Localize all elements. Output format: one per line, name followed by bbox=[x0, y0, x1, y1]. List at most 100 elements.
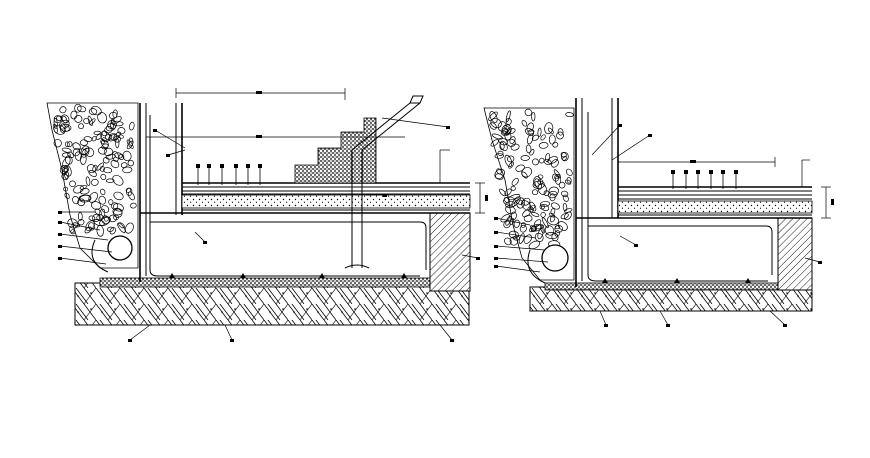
gravel-stone bbox=[565, 168, 573, 176]
gravel-stone bbox=[554, 230, 561, 237]
gravel-stone bbox=[98, 208, 106, 220]
gravel-stone bbox=[547, 215, 559, 226]
gravel-stone bbox=[74, 115, 83, 123]
gravel-stone bbox=[504, 131, 512, 141]
rebar-chair bbox=[240, 273, 246, 278]
base-slab bbox=[99, 277, 436, 288]
gravel-stone bbox=[532, 180, 545, 189]
gravel-stone bbox=[80, 145, 90, 158]
gravel-stone bbox=[77, 105, 87, 113]
gravel-stone bbox=[97, 146, 107, 155]
gravel-stone bbox=[549, 193, 556, 202]
rebar-chair bbox=[745, 278, 751, 283]
callout-leader bbox=[769, 310, 786, 326]
callout-tag bbox=[494, 257, 498, 260]
callout-tag bbox=[153, 129, 157, 132]
gravel-stone bbox=[529, 225, 537, 231]
gravel-stone bbox=[64, 155, 73, 165]
gravel-stone bbox=[70, 229, 76, 235]
gravel-stone bbox=[97, 112, 107, 124]
gravel-stone bbox=[59, 164, 69, 174]
rebar-chair bbox=[401, 273, 407, 278]
gravel-stone bbox=[547, 156, 558, 164]
gravel-stone bbox=[529, 201, 537, 212]
callout-leader bbox=[129, 324, 151, 341]
callout-tag bbox=[666, 324, 670, 327]
floor-finish bbox=[618, 186, 812, 200]
gravel-stone bbox=[510, 143, 520, 151]
gravel-stone bbox=[564, 208, 573, 213]
gravel-stone bbox=[101, 130, 108, 137]
gravel-stone bbox=[515, 199, 524, 205]
tag-marker bbox=[721, 170, 725, 174]
gravel-stone bbox=[86, 164, 96, 174]
gravel-stone bbox=[540, 134, 546, 141]
drain-wrap bbox=[91, 239, 109, 273]
gravel-stone bbox=[112, 207, 123, 216]
tag-marker bbox=[696, 170, 700, 174]
detail-right bbox=[483, 98, 834, 327]
callout-leader bbox=[495, 245, 546, 251]
gravel-stone bbox=[70, 110, 78, 120]
gravel-stone bbox=[77, 212, 83, 221]
callout-tag bbox=[450, 339, 454, 342]
gravel-stone bbox=[103, 216, 109, 222]
gravel-stone bbox=[521, 171, 528, 179]
gravel-stone bbox=[73, 222, 80, 228]
gravel-stone bbox=[529, 205, 536, 210]
gravel-stone bbox=[490, 118, 502, 129]
gravel-stone bbox=[90, 178, 99, 186]
rebar-chairs bbox=[169, 273, 407, 278]
tag-marker bbox=[258, 164, 262, 168]
gravel-stone bbox=[61, 147, 72, 153]
gravel-stone bbox=[102, 157, 110, 164]
gravel-stone bbox=[543, 190, 550, 196]
gravel-stone bbox=[518, 233, 525, 244]
gravel-stone bbox=[548, 212, 556, 218]
gravel-stone bbox=[118, 153, 125, 161]
gravel-stone bbox=[60, 124, 72, 132]
floor-finish bbox=[182, 182, 470, 195]
tag-marker bbox=[709, 170, 713, 174]
gravel-stone bbox=[130, 202, 137, 209]
drain-pipe bbox=[107, 235, 133, 261]
gravel-stone bbox=[522, 209, 531, 218]
gravel-stone bbox=[117, 127, 126, 135]
callout-leaders bbox=[494, 124, 822, 327]
gravel-stone bbox=[120, 162, 128, 168]
basement-wall bbox=[139, 103, 420, 282]
tag-marker bbox=[220, 164, 224, 168]
tag-marker bbox=[734, 170, 738, 174]
gravel-stone bbox=[112, 174, 124, 186]
callout-tag bbox=[58, 221, 62, 224]
gravel-stone bbox=[528, 240, 541, 250]
gravel-stone bbox=[494, 153, 505, 159]
dimension-lines bbox=[618, 157, 834, 219]
gravel-stone bbox=[126, 187, 133, 197]
callout-leaders bbox=[58, 117, 480, 342]
gravel-stone bbox=[565, 112, 574, 118]
gravel-stones bbox=[52, 103, 137, 237]
basement-wall bbox=[575, 98, 768, 287]
gravel-stone bbox=[505, 110, 511, 122]
gravel-stone bbox=[534, 232, 544, 242]
gravel-stone bbox=[74, 151, 82, 161]
gravel-stone bbox=[103, 147, 114, 157]
gravel-stone bbox=[541, 204, 550, 212]
gravel-stone bbox=[549, 214, 556, 223]
gravel-stone bbox=[526, 122, 534, 133]
gravel-stone bbox=[541, 217, 549, 229]
gravel-stone bbox=[111, 120, 124, 127]
callout-tag bbox=[783, 324, 787, 327]
gravel-stone bbox=[95, 133, 103, 140]
gravel-stone bbox=[79, 139, 88, 146]
gravel-stone bbox=[103, 167, 113, 174]
callout-tag bbox=[58, 257, 62, 260]
gravel-stone bbox=[78, 123, 84, 130]
gravel-stone bbox=[77, 219, 85, 226]
drain-pipe bbox=[541, 244, 569, 272]
gravel-stone bbox=[77, 198, 86, 207]
callout-tag bbox=[494, 245, 498, 248]
gravel-stone bbox=[527, 133, 534, 145]
gravel-stone bbox=[73, 184, 84, 194]
